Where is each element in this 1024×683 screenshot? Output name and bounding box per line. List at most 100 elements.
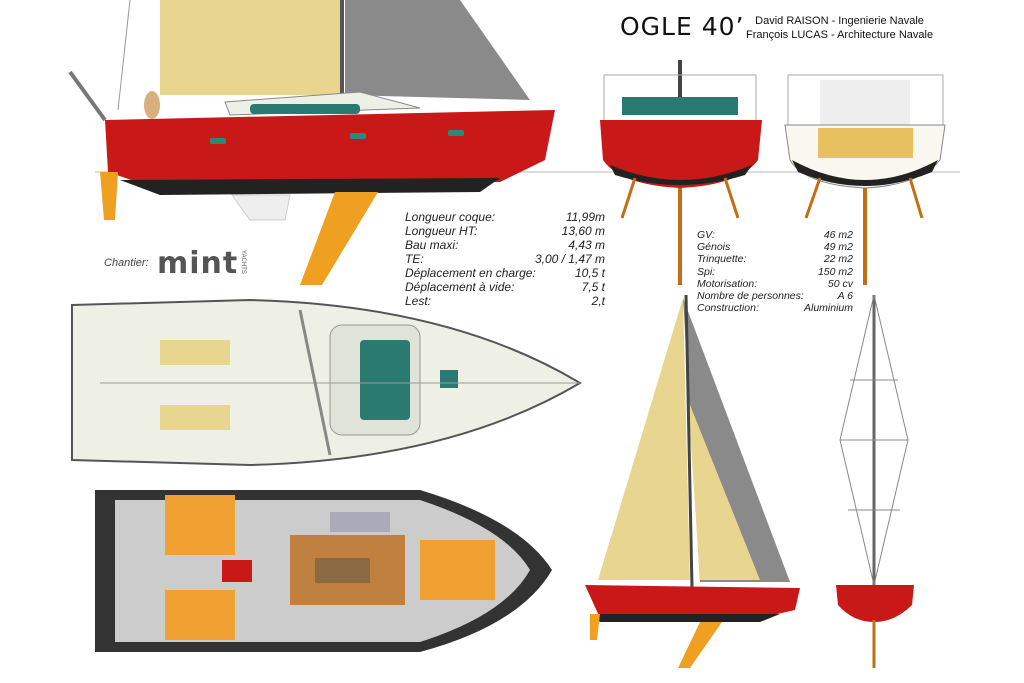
rudder [100,172,118,220]
spec-row: Trinquette: 22 m2 [697,253,853,265]
spec-label: Déplacement à vide: [405,280,515,294]
spec-row: Déplacement à vide: 7,5 t [405,280,605,294]
mast-front-view [836,294,914,668]
credit-line: François LUCAS - Architecture Navale [746,29,934,41]
spec-label: Bau maxi: [405,238,459,252]
spec-label: Lest: [405,294,432,308]
spec-value: A 6 [837,289,853,302]
spec-row: Génois 49 m2 [697,241,853,253]
galley [330,512,390,532]
spec-label: Construction: [697,302,759,315]
cockpit [820,80,910,125]
builder-logo-sub: YACHTS [240,250,246,274]
mainsail [160,0,340,95]
spec-label: Spi: [697,265,716,278]
hull [836,585,914,622]
spec-label: Longueur coque: [405,210,496,224]
page-title: OGLE 40’ [620,12,745,41]
hull [585,585,800,618]
swim-platform [818,128,913,158]
porthole [448,130,464,136]
deck-plan-view [71,298,582,467]
spec-value: 49 m2 [823,241,853,254]
spec-row: GV: 46 m2 [697,229,853,241]
spec-label: Nombre de personnes: [697,289,804,302]
spec-value: 22 m2 [823,253,853,266]
spec-value: 11,99m [565,210,605,224]
spec-row: Longueur coque: 11,99m [405,210,605,224]
spec-row: Nombre de personnes: A 6 [697,290,853,302]
aft-cabin [165,495,235,555]
aft-cabin [165,590,235,640]
spec-row: Déplacement en charge: 10,5 t [405,266,605,280]
spec-label: Trinquette: [697,253,747,266]
spec-label: TE: [405,252,424,266]
mast [684,294,694,589]
cockpit-seat [160,405,230,430]
spec-label: Déplacement en charge: [405,266,536,280]
window [250,104,360,114]
sail-plan-side-view [585,294,800,668]
interior-plan-view [95,490,552,652]
mainsail [598,298,690,580]
spec-value: 7,5 t [581,280,605,294]
stern-view [600,60,762,285]
rudder-right [908,177,924,219]
forward-cabin [420,540,495,600]
builder-logo: mint [157,246,239,281]
spec-label: Motorisation: [697,277,758,290]
keel-raised-outline [231,194,291,221]
credits: David RAISON - Ingenierie Navale Françoi… [746,14,933,42]
builder-label: Chantier: [104,257,149,269]
spec-row: Construction: Aluminium [697,302,853,314]
person-figure [144,91,160,119]
sail-specs: GV: 46 m2 Génois 49 m2 Trinquette: 22 m2 Sp… [697,229,853,314]
transom-view [784,74,946,285]
genoa-sail [345,0,530,100]
hull-specs: Longueur coque: 11,99m Longueur HT: 13,60 … [405,210,605,308]
spec-value: 10,5 t [574,266,605,280]
spec-value: 3,00 / 1,47 m [534,252,605,266]
porthole [350,133,366,139]
rudder [590,614,600,640]
spec-value: 2,t [591,294,605,308]
traveller [298,309,332,456]
spec-value: Aluminium [803,302,853,315]
side-profile-view [68,0,555,285]
hull-bottom [610,165,752,185]
spec-row: TE: 3,00 / 1,47 m [405,252,605,266]
spec-row: Spi: 150 m2 [697,266,853,278]
spec-row: Longueur HT: 13,60 m [405,224,605,238]
rudder-left [804,177,822,219]
rudder-right [723,177,740,219]
window [622,97,738,115]
keel [300,192,378,285]
spec-value: 46 m2 [823,229,853,241]
hull-bottom [590,614,780,622]
hull [600,120,762,188]
deck-hatch [360,340,410,420]
spec-label: Génois [697,241,731,254]
spec-row: Bau maxi: 4,43 m [405,238,605,252]
rudder-left [620,177,637,219]
spec-row: Motorisation: 50 cv [697,278,853,290]
backstay [117,0,131,111]
hull-bottom [792,160,938,186]
hull [105,110,555,190]
spec-label: GV: [697,229,715,241]
spec-label: Longueur HT: [405,224,478,238]
cockpit-seat [160,340,230,365]
stern-arch [68,70,107,122]
engine [222,560,252,582]
spec-value: 13,60 m [561,224,605,238]
forward-hatch [440,370,458,388]
saloon-table [315,558,370,583]
spec-value: 4,43 m [568,238,605,252]
spec-value: 150 m2 [817,265,853,278]
porthole [210,138,226,144]
spec-value: 50 cv [827,277,853,290]
spec-row: Lest: 2,t [405,294,605,308]
credit-line: David RAISON - Ingenierie Navale [755,15,924,27]
